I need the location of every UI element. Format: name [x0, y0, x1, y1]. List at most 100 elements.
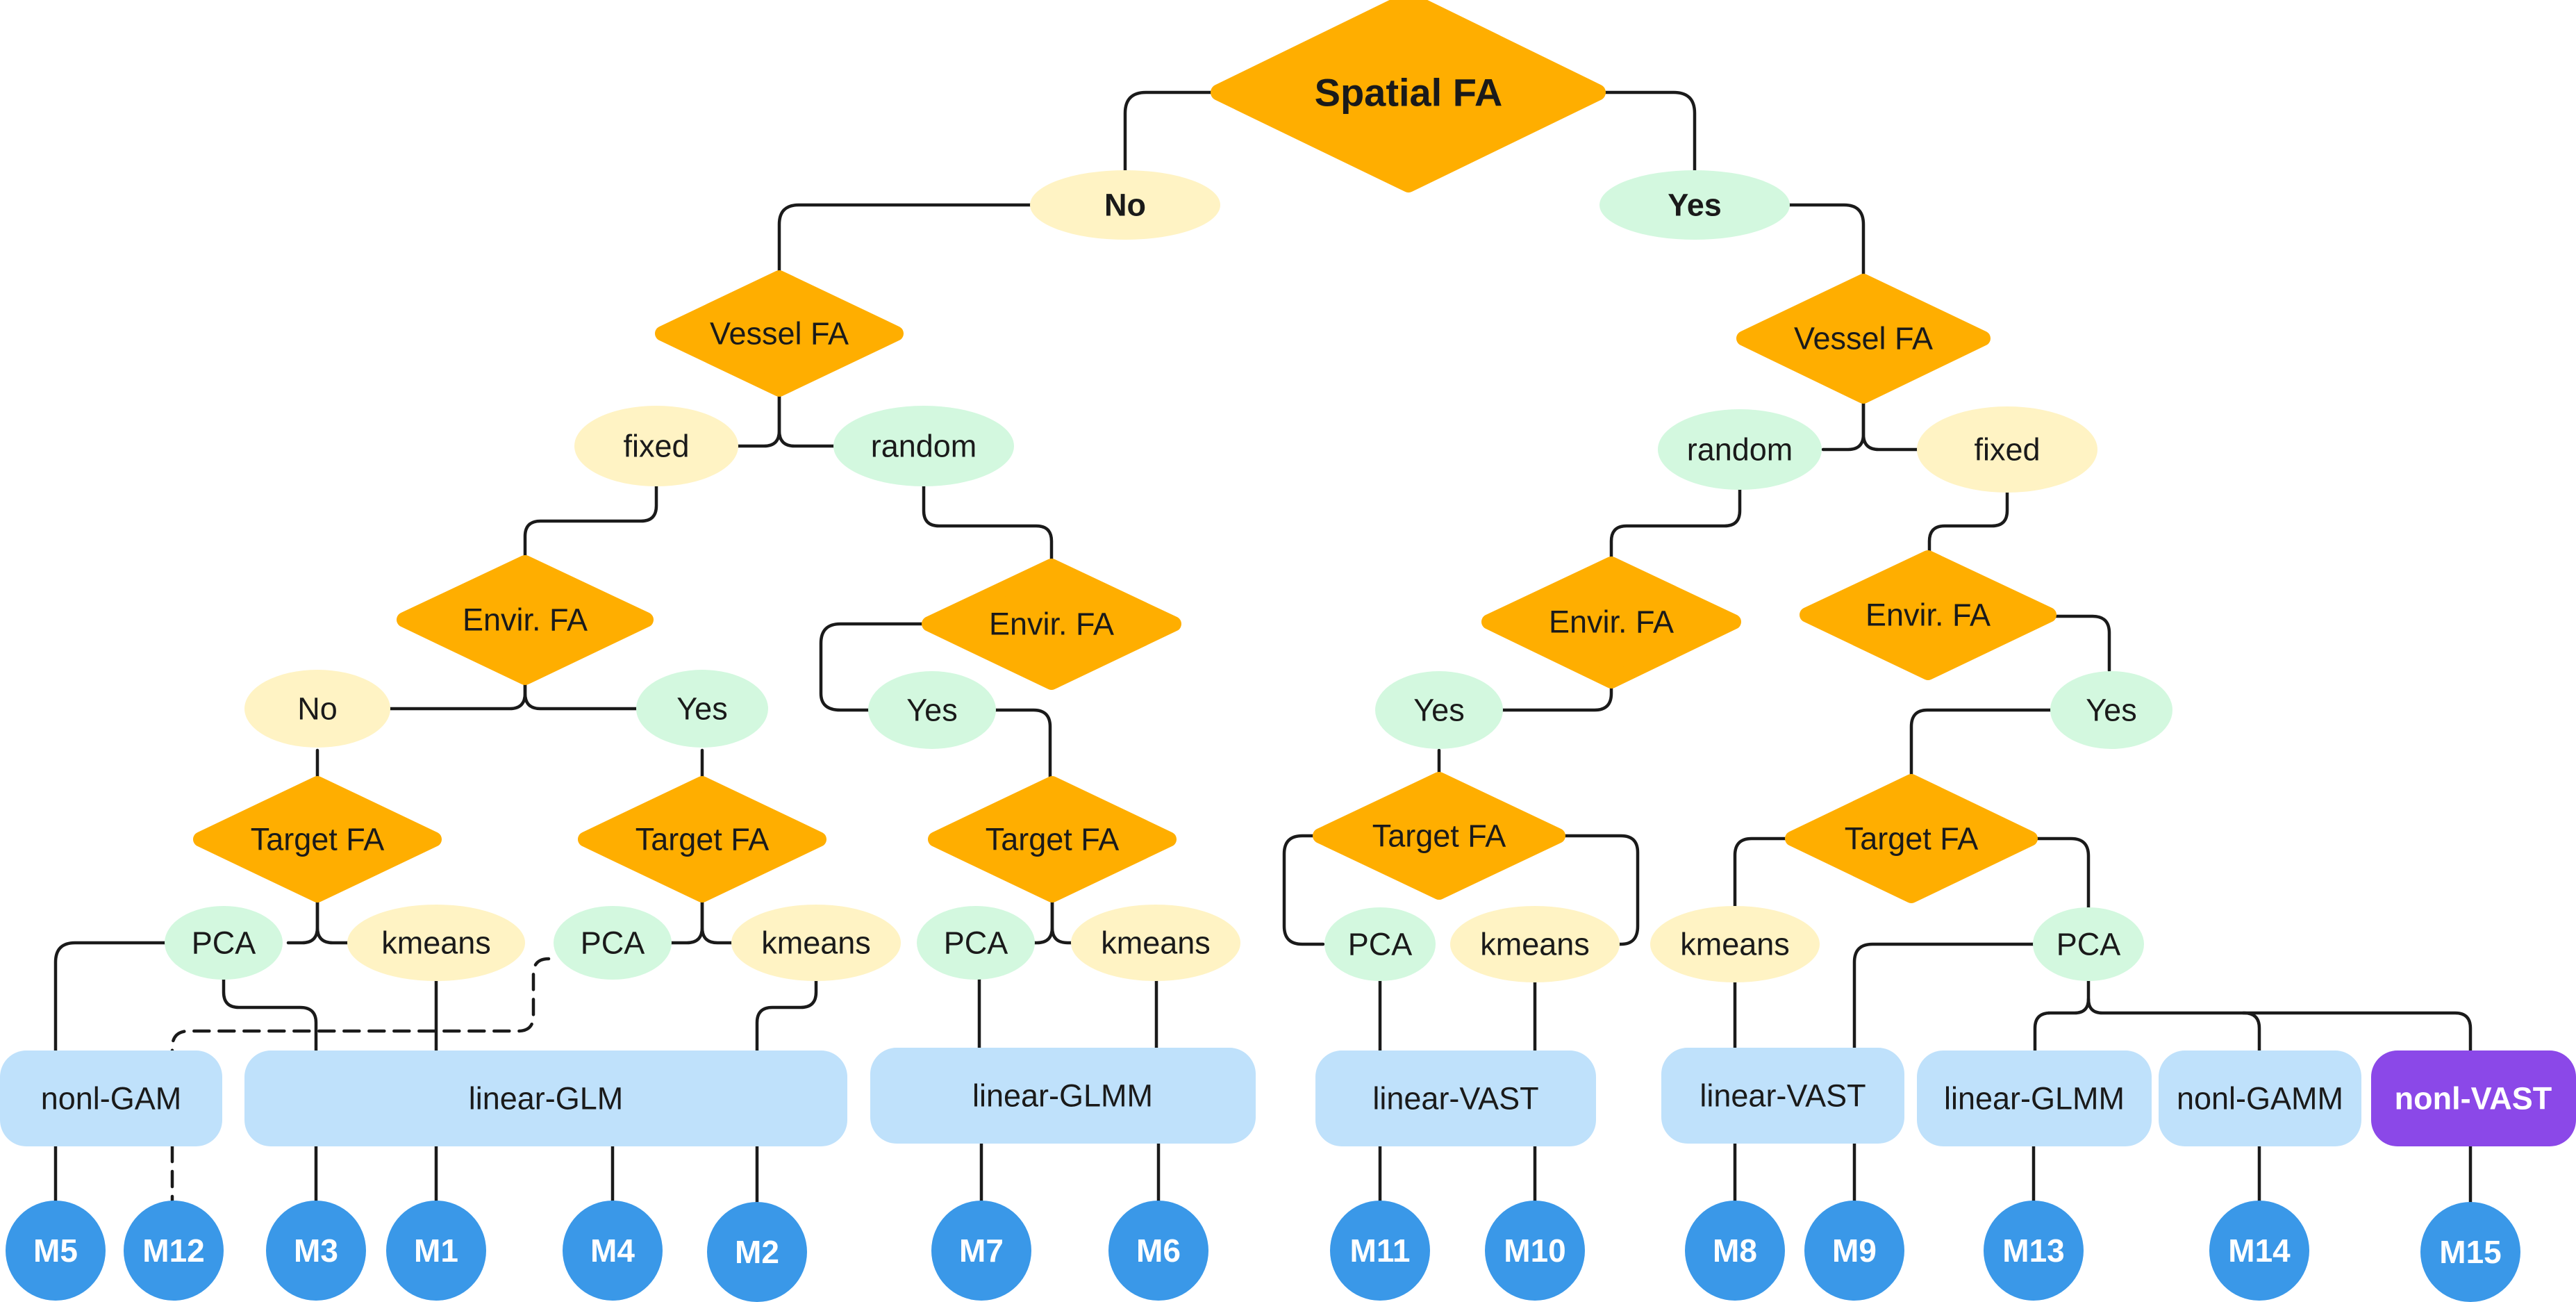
option-t3-pca-shape	[917, 906, 1035, 980]
leaf-m2-label: M2	[735, 1234, 779, 1270]
left-random-envir-label: Envir. FA	[989, 607, 1114, 642]
edge-t5-pca-stem	[2086, 978, 2473, 1053]
edge-t5-pca-vast	[1852, 942, 2041, 1053]
option-t4-kmeans-shape	[1450, 906, 1620, 982]
option-t1-kmeans: kmeans	[347, 905, 525, 981]
edge-left-fixed-envir-no	[387, 675, 527, 711]
model-nonl-gamm: nonl-GAMM	[2159, 1050, 2361, 1146]
option-left-fixed-envir-yes-label: Yes	[676, 691, 727, 727]
model-linear-glm-label: linear-GLM	[469, 1081, 624, 1116]
option-t1-pca-shape	[165, 906, 283, 980]
edge-t3-kmeans	[1050, 894, 1077, 945]
option-t1-pca-label: PCA	[192, 925, 256, 961]
target-fa-2-decision: Target FA	[578, 776, 826, 903]
edge-left-fixed-envir	[523, 484, 658, 563]
model-linear-vast-left-box	[1315, 1050, 1596, 1146]
edge-t2-pca-gam-dashed	[170, 957, 551, 1053]
option-right-fixed-envir-yes: Yes	[2050, 671, 2172, 749]
model-nonl-gam-label: nonl-GAM	[41, 1081, 182, 1116]
leaf-m11: M11	[1330, 1201, 1430, 1301]
edge-t4-pca	[1282, 834, 1325, 946]
leaf-m9: M9	[1804, 1201, 1904, 1301]
left-fixed-envir-diamond	[397, 555, 654, 685]
option-left-fixed-envir-no: No	[244, 670, 390, 748]
leaf-m12-label: M12	[142, 1233, 204, 1269]
option-t2-pca-shape	[554, 906, 672, 980]
option-left-random: random	[833, 406, 1014, 486]
option-left-random-envir-yes-label: Yes	[906, 693, 957, 728]
model-linear-glm-box	[244, 1050, 847, 1146]
right-vessel-label: Vessel FA	[1794, 321, 1933, 356]
leaf-m3: M3	[266, 1201, 366, 1301]
leaf-m3-circle	[266, 1201, 366, 1301]
decision-nodes: Spatial FA Vessel FA Vessel FA Envir. FA…	[193, 0, 2056, 903]
model-linear-vast-right-label: linear-VAST	[1700, 1078, 1865, 1114]
leaf-m8: M8	[1685, 1201, 1785, 1301]
option-t5-pca: PCA	[2033, 907, 2144, 981]
root-diamond	[1211, 0, 1606, 192]
left-vessel-decision: Vessel FA	[655, 270, 904, 397]
edge-t1-kmeans	[315, 894, 349, 945]
option-right-fixed-envir-yes-shape	[2050, 671, 2172, 749]
edge-right-fixed-envir-yes	[2052, 614, 2111, 673]
edge-root-no	[1123, 90, 1221, 172]
target-fa-2-diamond	[578, 776, 826, 903]
edge-right-fixed-yes-target	[1909, 708, 2054, 780]
leaf-m14-circle	[2209, 1201, 2309, 1301]
right-fixed-envir-decision: Envir. FA	[1800, 550, 2056, 680]
model-nonl-vast-label: nonl-VAST	[2395, 1081, 2552, 1116]
option-t4-pca-label: PCA	[1348, 927, 1413, 962]
option-root-no: No	[1030, 170, 1220, 240]
edges	[53, 90, 2473, 1208]
model-linear-glmm-left: linear-GLMM	[870, 1048, 1256, 1144]
option-t3-pca: PCA	[917, 906, 1035, 980]
right-vessel-diamond	[1736, 274, 1991, 404]
option-right-fixed-shape	[1917, 406, 2097, 493]
option-right-fixed-label: fixed	[1974, 432, 2040, 468]
leaf-m1-label: M1	[414, 1233, 458, 1269]
leaf-m9-circle	[1804, 1201, 1904, 1301]
leaf-m7-label: M7	[959, 1233, 1004, 1269]
option-t2-kmeans-shape	[731, 905, 901, 981]
option-nodes: No Yes fixed random random fixed No Y	[165, 170, 2172, 982]
option-t2-kmeans-label: kmeans	[761, 925, 871, 961]
target-fa-1-diamond	[193, 776, 442, 903]
model-linear-glmm-right-label: linear-GLMM	[1944, 1081, 2125, 1116]
target-fa-1-decision: Target FA	[193, 776, 442, 903]
target-fa-4-label: Target FA	[1372, 818, 1506, 854]
edge-left-random-envir-yes	[819, 622, 929, 712]
leaf-m14: M14	[2209, 1201, 2309, 1301]
leaf-m13: M13	[1984, 1201, 2084, 1301]
option-t5-kmeans-label: kmeans	[1680, 927, 1790, 962]
edge-yes-vessel	[1783, 203, 1865, 283]
model-linear-glmm-left-label: linear-GLMM	[972, 1078, 1153, 1114]
option-left-fixed-envir-yes-shape	[636, 670, 768, 748]
right-vessel-decision: Vessel FA	[1736, 274, 1991, 404]
edge-t4-kmeans	[1562, 834, 1640, 946]
edge-left-random-envir	[922, 484, 1054, 565]
left-random-envir-diamond	[922, 559, 1181, 690]
edge-no-vessel	[777, 203, 1033, 280]
leaf-m6: M6	[1108, 1201, 1208, 1301]
leaf-m13-label: M13	[2002, 1233, 2064, 1269]
option-t1-kmeans-shape	[347, 905, 525, 981]
target-fa-3-label: Target FA	[986, 822, 1120, 857]
right-fixed-envir-label: Envir. FA	[1865, 598, 1991, 633]
model-nonl-vast-box	[2371, 1050, 2576, 1146]
option-t1-pca: PCA	[165, 906, 283, 980]
option-right-fixed: fixed	[1917, 406, 2097, 493]
model-linear-glmm-left-box	[870, 1048, 1256, 1144]
target-fa-4-diamond	[1313, 772, 1565, 900]
option-left-fixed: fixed	[574, 406, 738, 486]
option-right-random: random	[1658, 409, 1822, 490]
option-t1-kmeans-label: kmeans	[381, 925, 491, 961]
option-t4-pca-shape	[1324, 907, 1436, 981]
edge-left-vessel-fixed	[734, 394, 781, 448]
leaf-m13-circle	[1984, 1201, 2084, 1301]
option-t5-pca-label: PCA	[2056, 927, 2121, 962]
model-linear-vast-left: linear-VAST	[1315, 1050, 1596, 1146]
leaf-m10: M10	[1485, 1201, 1585, 1301]
edge-left-vessel-random	[777, 394, 839, 448]
leaf-m7: M7	[931, 1201, 1031, 1301]
model-linear-vast-right-box	[1661, 1048, 1904, 1144]
